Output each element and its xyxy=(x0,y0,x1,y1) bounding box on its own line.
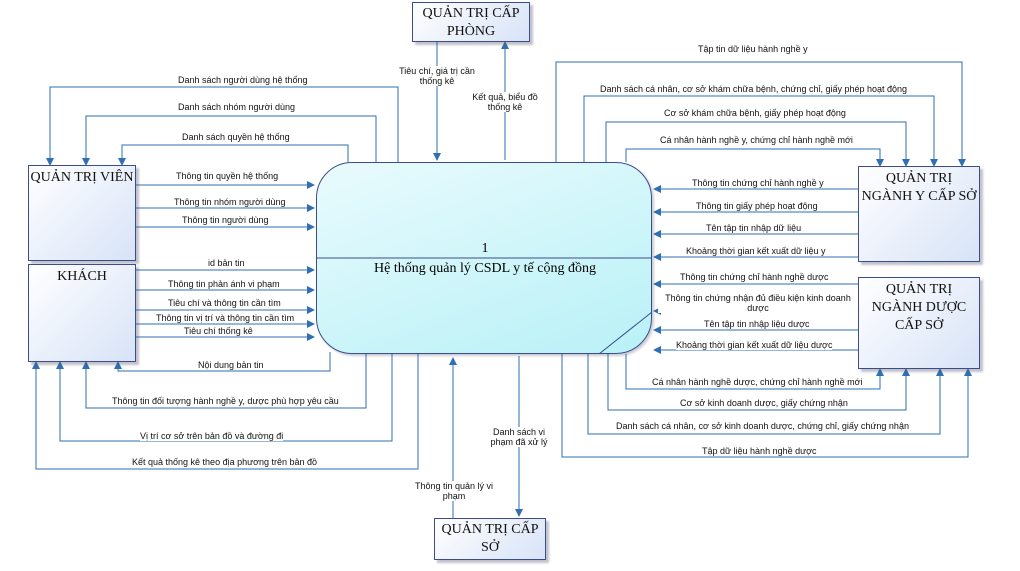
entity-quan-tri-cap-so[interactable]: QUẢN TRỊ CẤP SỞ xyxy=(434,518,546,560)
entity-line: QUẢN TRỊ CẤP xyxy=(422,6,520,21)
flow-d-danh-sach xyxy=(587,354,944,435)
flow-d-ca-nhan xyxy=(625,354,884,390)
flow-qtv-ds-nhom xyxy=(82,115,377,166)
flow-label: Thông tin chứng chỉ hành nghề dược xyxy=(680,272,829,282)
flow-label: Danh sách người dùng hệ thống xyxy=(178,75,308,85)
flow-label: Thông tin quản lý vi phạm xyxy=(404,481,504,501)
entity-line: QUẢN TRỊ VIÊN xyxy=(30,170,134,185)
flow-label: Tiêu chí thống kê xyxy=(184,326,253,336)
flow-qtv-ds-nguoi-dung xyxy=(46,86,399,166)
entity-line: QUẢN TRỊ xyxy=(885,282,953,297)
flow-label: Thông tin vị trí và thông tin cần tìm xyxy=(156,313,295,323)
entity-line: NGÀNH DƯỢC xyxy=(871,300,967,315)
flow-khach-vi-tri-bd xyxy=(56,354,393,442)
entity-nganh-duoc-cap-so[interactable]: QUẢN TRỊ NGÀNH DƯỢC CẤP SỞ xyxy=(858,277,980,369)
entity-line: KHÁCH xyxy=(57,269,107,284)
process-central[interactable]: 1 Hệ thống quản lý CSDL y tế cộng đồng xyxy=(316,162,652,354)
flow-d-co-so xyxy=(607,354,910,411)
flow-label: Danh sách quyền hệ thống xyxy=(182,132,290,142)
entity-line: PHÒNG xyxy=(446,24,496,39)
flow-label: Thông tin chứng chỉ hành nghề y xyxy=(692,178,824,188)
flow-label: Tập tin dữ liệu hành nghề y xyxy=(698,44,808,54)
flow-label: Danh sách nhóm người dùng xyxy=(178,102,295,112)
flow-label: Danh sách cá nhân, cơ sở kinh doanh dược… xyxy=(616,421,909,431)
flow-label: id bản tin xyxy=(208,258,245,268)
flow-y-tap-tin xyxy=(555,61,966,167)
entity-line: QUẢN TRỊ xyxy=(885,171,953,186)
entity-line: QUẢN TRỊ CẤP xyxy=(441,522,539,537)
flow-label: Cá nhân hành nghề y, chứng chỉ hành nghề… xyxy=(660,135,853,145)
flow-label: Danh sách vi phạm đã xử lý xyxy=(488,427,550,447)
flow-label: Kết quả, biểu đồ thống kê xyxy=(466,92,544,112)
flow-label: Thông tin đối tượng hành nghề y, dược ph… xyxy=(112,396,339,406)
entity-line: NGÀNH Y CẤP SỞ xyxy=(861,189,977,204)
flow-label: Thông tin phản ánh vi phạm xyxy=(168,279,280,289)
process-title: Hệ thống quản lý CSDL y tế cộng đồng xyxy=(374,261,596,276)
flow-label: Thông tin quyền hệ thống xyxy=(176,171,279,181)
flow-khach-noi-dung xyxy=(114,352,331,372)
process-divider xyxy=(316,257,652,354)
flow-label: Tập dữ liệu hành nghề dược xyxy=(702,446,817,456)
entity-nganh-y-cap-so[interactable]: QUẢN TRỊ NGÀNH Y CẤP SỞ xyxy=(858,166,980,262)
flow-label: Vị trí cơ sở trên bản đồ và đường đi xyxy=(140,431,284,441)
flow-label: Thông tin người dùng xyxy=(182,215,269,225)
flow-label: Cơ sở khám chữa bệnh, giấy phép hoạt độn… xyxy=(664,108,846,118)
flow-y-danh-sach xyxy=(583,95,938,167)
flow-y-ca-nhan xyxy=(625,148,884,167)
flow-label: Cơ sở kinh doanh dược, giấy chứng nhận xyxy=(680,398,848,408)
flow-label: Tiêu chí, giá trị cần thống kê xyxy=(392,66,482,86)
flow-label: Danh sách cá nhân, cơ sở khám chữa bệnh,… xyxy=(600,84,908,94)
entity-quan-tri-vien[interactable]: QUẢN TRỊ VIÊN xyxy=(28,165,136,261)
entity-line: SỞ xyxy=(481,540,499,555)
flow-label: Kết quả thống kê theo địa phương trên bả… xyxy=(132,457,318,467)
flow-label: Tiêu chí và thông tin cần tìm xyxy=(168,298,281,308)
flow-label: Nội dung bản tin xyxy=(198,360,264,370)
flow-label: Tên tập tin nhập liệu dược xyxy=(704,319,810,329)
flow-label: Cá nhân hành nghề dược, chứng chỉ hành n… xyxy=(652,377,863,387)
entity-quan-tri-cap-phong[interactable]: QUẢN TRỊ CẤP PHÒNG xyxy=(412,2,530,42)
flow-label: Khoảng thời gian kết xuất dữ liệu dược xyxy=(676,340,833,350)
flow-qtv-ds-quyen xyxy=(118,144,349,166)
flow-khach-doi-tuong xyxy=(82,354,367,409)
flow-label: Thông tin giấy phép hoạt động xyxy=(696,201,818,211)
entity-khach[interactable]: KHÁCH xyxy=(28,264,136,362)
entity-line: CẤP SỞ xyxy=(894,318,944,333)
flow-label: Khoảng thời gian kết xuất dữ liệu y xyxy=(686,246,826,256)
flow-y-co-so xyxy=(605,121,910,167)
flow-d-tap-tin xyxy=(561,354,972,458)
flow-khach-ket-qua-bd xyxy=(32,354,419,470)
flow-label: Thông tin chứng nhận đủ điều kiện kinh d… xyxy=(658,293,858,313)
flow-label: Tên tập tin nhập dữ liệu xyxy=(706,223,802,233)
flow-label: Thông tin nhóm người dùng xyxy=(174,197,286,207)
process-number: 1 xyxy=(481,241,489,256)
